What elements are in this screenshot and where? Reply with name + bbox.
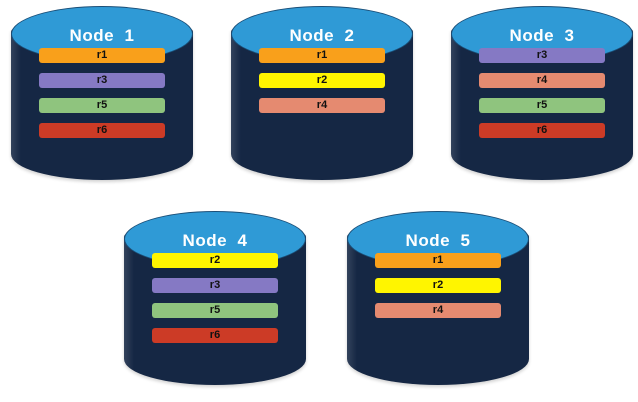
record-bar[interactable]: r1	[375, 253, 501, 268]
record-bar[interactable]: r1	[259, 48, 385, 63]
record-list: r1 r2 r4	[375, 253, 501, 328]
node-title: Node 5	[405, 231, 471, 250]
record-bar[interactable]: r6	[152, 328, 278, 343]
node-title: Node 2	[289, 26, 355, 45]
record-list: r1 r2 r4	[259, 48, 385, 123]
record-bar[interactable]: r4	[259, 98, 385, 113]
record-bar[interactable]: r2	[152, 253, 278, 268]
record-bar[interactable]: r5	[152, 303, 278, 318]
record-bar[interactable]: r2	[259, 73, 385, 88]
database-node-5[interactable]: Node 5 r1 r2 r4	[347, 211, 529, 391]
record-bar[interactable]: r6	[39, 123, 165, 138]
database-node-2[interactable]: Node 2 r1 r2 r4	[231, 6, 413, 186]
record-list: r1 r3 r5 r6	[39, 48, 165, 148]
database-node-4[interactable]: Node 4 r2 r3 r5 r6	[124, 211, 306, 391]
record-bar[interactable]: r3	[152, 278, 278, 293]
node-title: Node 3	[509, 26, 575, 45]
record-bar[interactable]: r4	[479, 73, 605, 88]
database-node-1[interactable]: Node 1 r1 r3 r5 r6	[11, 6, 193, 186]
record-bar[interactable]: r4	[375, 303, 501, 318]
database-node-3[interactable]: Node 3 r3 r4 r5 r6	[451, 6, 633, 186]
record-bar[interactable]: r3	[39, 73, 165, 88]
node-title: Node 4	[182, 231, 248, 250]
record-bar[interactable]: r6	[479, 123, 605, 138]
record-bar[interactable]: r5	[39, 98, 165, 113]
record-list: r2 r3 r5 r6	[152, 253, 278, 353]
record-bar[interactable]: r1	[39, 48, 165, 63]
record-list: r3 r4 r5 r6	[479, 48, 605, 148]
record-bar[interactable]: r2	[375, 278, 501, 293]
record-bar[interactable]: r3	[479, 48, 605, 63]
record-bar[interactable]: r5	[479, 98, 605, 113]
node-title: Node 1	[69, 26, 135, 45]
